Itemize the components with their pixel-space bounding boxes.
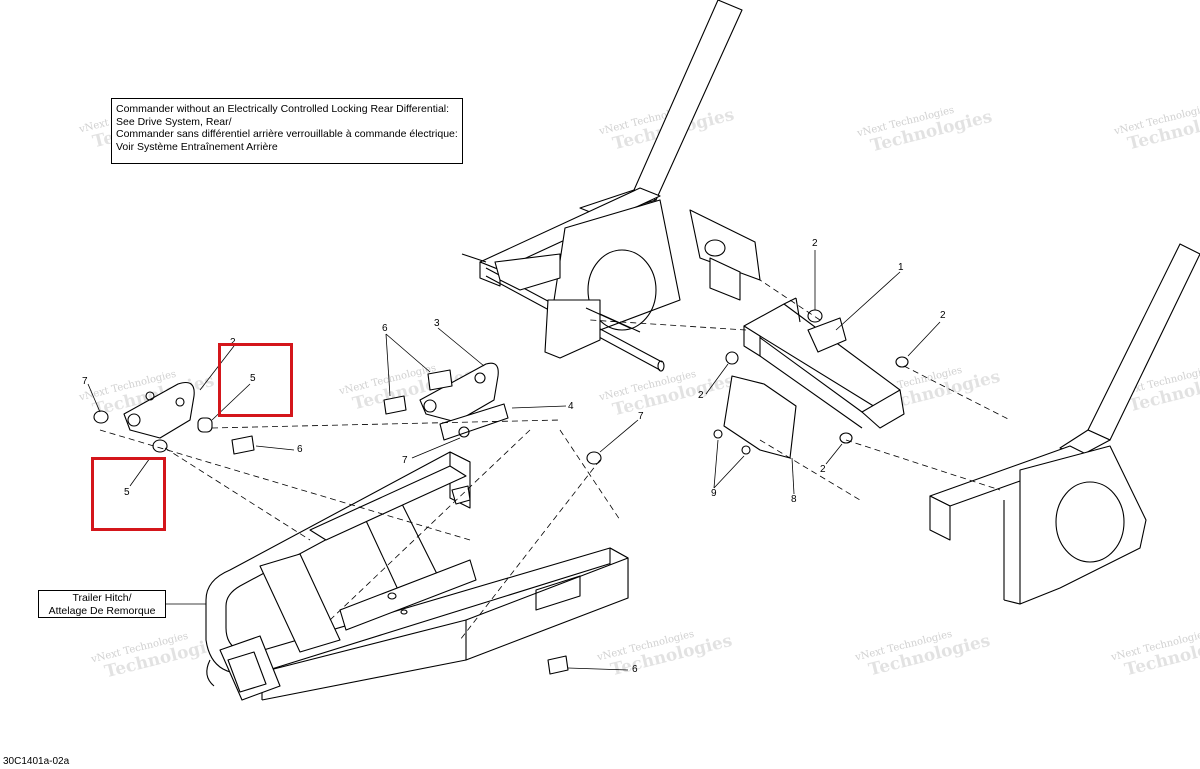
crossmember (743, 297, 905, 429)
callout-2: 2 (812, 238, 818, 249)
callout-2: 2 (940, 310, 946, 321)
note-line: See Drive System, Rear/ (116, 115, 232, 128)
callout-6: 6 (297, 444, 303, 455)
highlight-box-part-5 (91, 457, 166, 531)
assembly-lines (99, 279, 1011, 641)
callout-2: 2 (230, 337, 236, 348)
trailer-hitch-line: Attelage De Remorque (48, 604, 156, 617)
callout-5: 5 (124, 487, 130, 498)
note-line: Commander sans différentiel arrière verr… (116, 128, 458, 140)
leader-lines (87, 250, 941, 671)
callout-3: 3 (434, 318, 440, 329)
callout-1: 1 (898, 262, 904, 273)
callout-2: 2 (698, 390, 704, 401)
trailer-hitch-frame (205, 451, 629, 701)
callout-8: 8 (791, 494, 797, 505)
hardware (547, 309, 909, 675)
bracket-left (93, 381, 255, 455)
highlight-box-part-5 (218, 343, 293, 417)
callout-7: 7 (638, 411, 644, 422)
callout-4: 4 (568, 401, 574, 412)
bracket-center (383, 362, 509, 441)
callout-7: 7 (82, 376, 88, 387)
callout-5: 5 (250, 373, 256, 384)
callout-9: 9 (711, 488, 717, 499)
rear-frame-upper (461, 0, 761, 372)
trailer-hitch-line: Trailer Hitch/ (72, 592, 132, 604)
callout-6: 6 (382, 323, 388, 334)
note-line: Voir Système Entraînement Arrière (116, 140, 278, 153)
trailer-hitch-label: Trailer Hitch/ Attelage De Remorque (38, 590, 166, 618)
plate-part-8 (723, 375, 797, 459)
note-line: Commander without an Electrically Contro… (116, 103, 450, 115)
callout-7: 7 (402, 455, 408, 466)
callout-6: 6 (632, 664, 638, 675)
figure-id: 30C1401a-02a (3, 756, 70, 767)
note-box: Commander without an Electrically Contro… (111, 98, 463, 164)
rear-frame-upper-right (929, 243, 1200, 605)
callout-2: 2 (820, 464, 826, 475)
